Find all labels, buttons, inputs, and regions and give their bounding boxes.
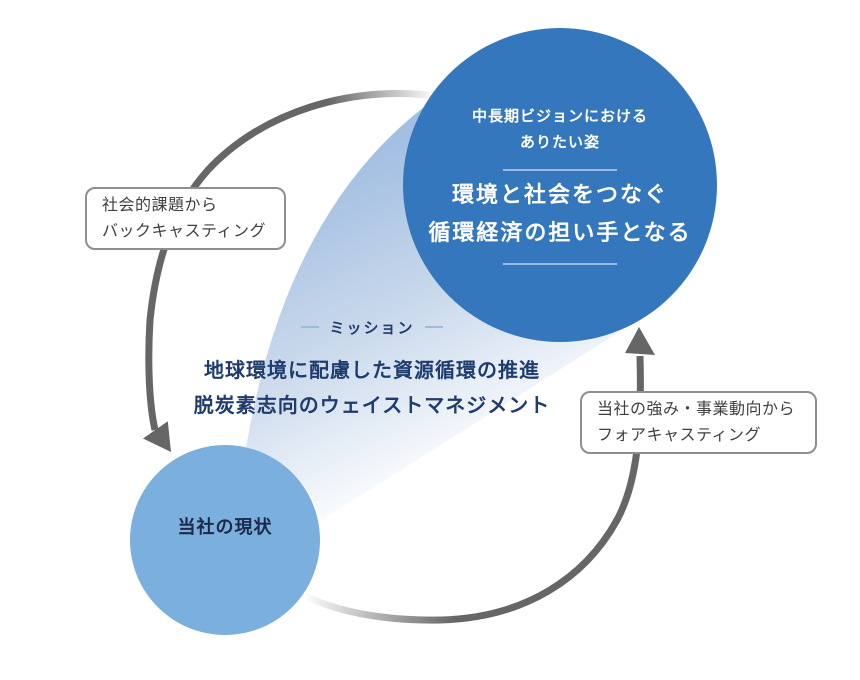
backcasting-callout-line2: バックキャスティング [102,222,267,240]
vision-divider-bottom [503,263,617,265]
mission-block: ミッション 地球環境に配慮した資源循環の推進 脱炭素志向のウェイストマネジメント [152,316,592,424]
projection-beam-shape [246,107,616,520]
mission-tag-label: ミッション [329,319,415,337]
vision-statement-line2: 循環経済の担い手となる [428,220,692,245]
vision-circle: 中長期ビジョンにおける ありたい姿 環境と社会をつなぐ 循環経済の担い手となる [403,28,717,342]
vision-subtitle: 中長期ビジョンにおける ありたい姿 [472,104,648,156]
forecasting-arrowhead-icon [625,327,655,355]
current-state-circle: 当社の現状 [130,445,320,635]
vision-statement-line1: 環境と社会をつなぐ [451,182,668,207]
mission-dash-left [301,326,320,328]
mission-dash-right [424,326,443,328]
vision-statement: 環境と社会をつなぐ 循環経済の担い手となる [428,176,691,252]
mission-statement-line1: 地球環境に配慮した資源循環の推進 [204,360,540,382]
vision-subtitle-line2: ありたい姿 [519,134,600,151]
forecasting-callout: 当社の強み・事業動向から フォアキャスティング [580,391,817,454]
backcasting-arrowhead-icon [143,421,171,452]
backcasting-callout-line1: 社会的課題から [102,196,218,214]
mission-statement: 地球環境に配慮した資源循環の推進 脱炭素志向のウェイストマネジメント [152,354,592,424]
forecasting-callout-line1: 当社の強み・事業動向から [597,400,796,418]
forecasting-callout-line2: フォアキャスティング [597,426,762,444]
vision-divider-top [503,169,617,171]
vision-subtitle-line1: 中長期ビジョンにおける [471,108,648,125]
current-state-label: 当社の現状 [177,517,273,537]
backcasting-callout: 社会的課題から バックキャスティング [85,187,286,250]
mission-statement-line2: 脱炭素志向のウェイストマネジメント [193,395,551,417]
mission-tag: ミッション [152,316,592,338]
